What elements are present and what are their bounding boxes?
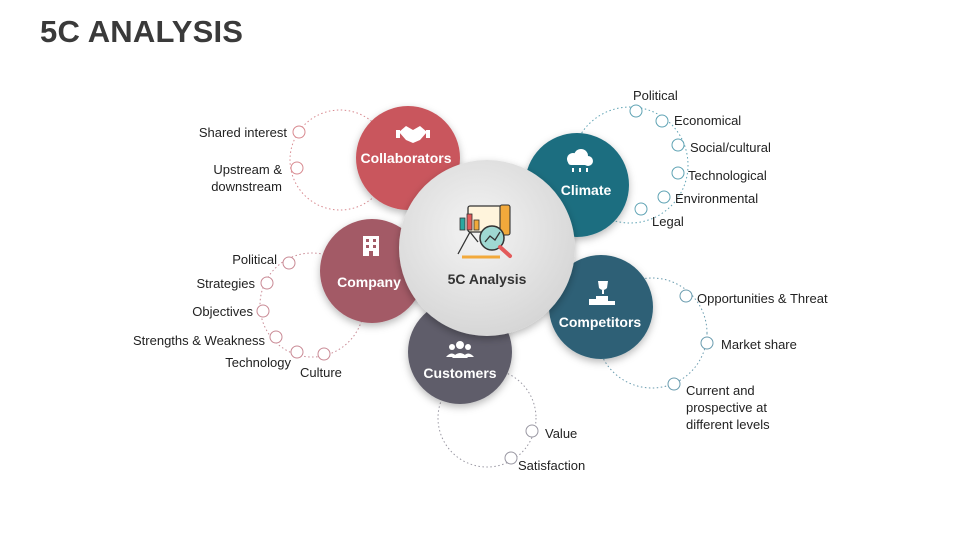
competitors-circle	[549, 255, 653, 359]
trophy-podium-icon	[589, 281, 615, 305]
competitors-label: Competitors	[559, 314, 642, 330]
climate-item: Social/cultural	[690, 140, 771, 155]
climate-item: Political	[633, 88, 678, 103]
collaborators-item: downstream	[211, 179, 282, 194]
collaborators-item: Upstream &	[213, 162, 282, 177]
collaborators-label: Collaborators	[360, 150, 451, 166]
node-shared-interest	[292, 125, 306, 139]
company-item: Political	[232, 252, 277, 267]
cloud-rain-icon	[567, 149, 593, 172]
competitors-item: different levels	[686, 417, 770, 432]
center-label: 5C Analysis	[448, 271, 527, 287]
company-circle	[320, 219, 424, 323]
company-item: Strategies	[196, 276, 255, 291]
company-item: Strengths & Weakness	[133, 333, 265, 348]
node-upstream	[290, 161, 304, 175]
collaborators-item: Shared interest	[199, 125, 288, 140]
competitors-item: Current and	[686, 383, 755, 398]
company-item: Culture	[300, 365, 342, 380]
climate-item: Legal	[652, 214, 684, 229]
customers-item: Satisfaction	[518, 458, 585, 473]
building-icon	[363, 236, 379, 256]
climate-label: Climate	[561, 182, 612, 198]
page-title: 5C ANALYSIS	[40, 14, 244, 49]
company-label: Company	[337, 274, 401, 290]
climate-item: Economical	[674, 113, 741, 128]
competitors-item: prospective at	[686, 400, 767, 415]
climate-item: Environmental	[675, 191, 758, 206]
people-group-icon	[446, 341, 474, 358]
analysis-chart-magnifier-icon	[457, 204, 512, 259]
handshake-icon	[396, 126, 430, 143]
climate-orbit	[571, 104, 689, 224]
competitors-item: Opportunities & Threat	[697, 291, 828, 306]
customers-item: Value	[545, 426, 577, 441]
customers-label: Customers	[423, 365, 496, 381]
company-item: Technology	[225, 355, 291, 370]
climate-item: Technological	[688, 168, 767, 183]
company-item: Objectives	[192, 304, 253, 319]
competitors-item: Market share	[721, 337, 797, 352]
customers-orbit	[437, 368, 539, 468]
